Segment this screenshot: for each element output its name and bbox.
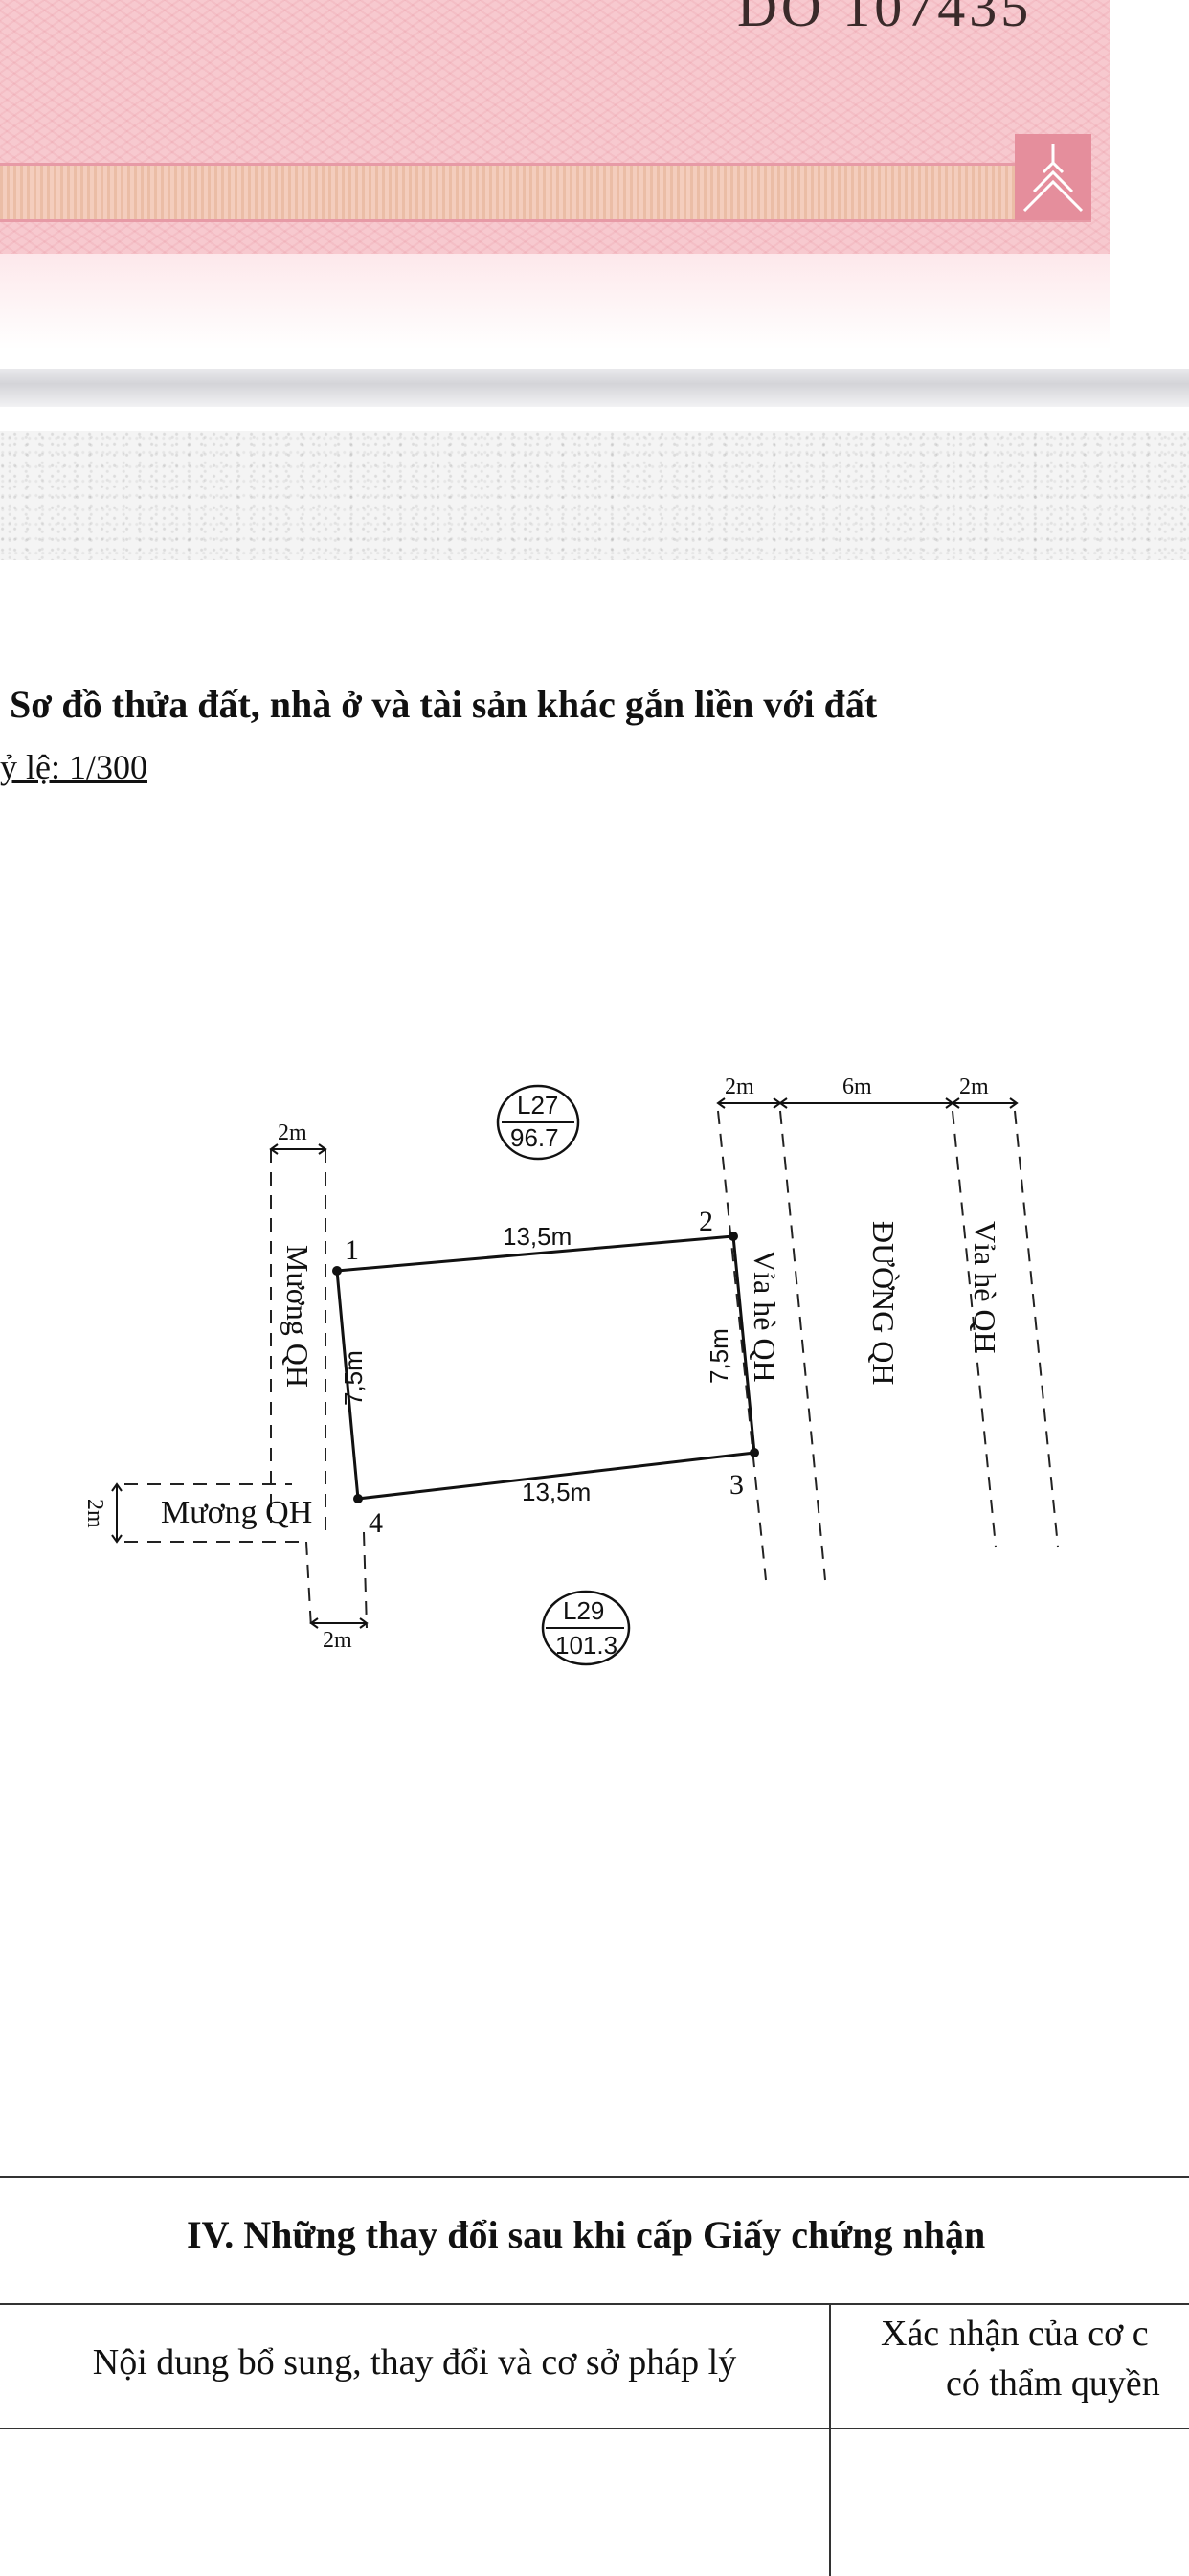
parcel-left-edge-length: 7,5m xyxy=(339,1350,368,1406)
sidewalk-right-outer xyxy=(1014,1110,1059,1548)
canal-vertical-width-top: 2m xyxy=(278,1120,307,1145)
corner-label-4: 4 xyxy=(369,1507,383,1539)
canal-vertical-width-bottom: 2m xyxy=(323,1628,352,1653)
neighbor-top-lot: L27 xyxy=(517,1091,558,1119)
canal-lower-right-boundary xyxy=(363,1531,368,1629)
scanned-noise-band xyxy=(0,431,1189,560)
canal-lower-left-boundary xyxy=(305,1541,312,1629)
neighbor-bottom-area: 101.3 xyxy=(555,1631,617,1660)
neighbor-top-area: 96.7 xyxy=(510,1123,559,1152)
corner-label-1: 1 xyxy=(345,1234,359,1266)
corner-label-3: 3 xyxy=(729,1469,744,1501)
page-separator xyxy=(0,369,1189,407)
sidewalk-left-outer xyxy=(717,1110,767,1581)
diagram-title: Sơ đồ thửa đất, nhà ở và tài sản khác gắ… xyxy=(10,683,878,726)
parcel-top-edge-length: 13,5m xyxy=(503,1222,572,1251)
sidewalk-right-inner xyxy=(952,1110,997,1548)
certificate-background: DO 107435 xyxy=(0,0,1110,254)
certificate-border-pattern xyxy=(0,163,1091,222)
parcel-bottom-edge-length: 13,5m xyxy=(522,1478,591,1506)
canal-vertical-label: Mương QH xyxy=(280,1245,315,1388)
table-header-divider xyxy=(0,2428,1189,2429)
col-header-confirmation-line2: có thẩm quyền xyxy=(946,2363,1160,2404)
corner-label-2: 2 xyxy=(699,1206,713,1237)
certificate-corner-ornament xyxy=(1015,134,1091,220)
neighbor-bottom-lot: L29 xyxy=(563,1596,604,1625)
canal-horizontal-label: Mương QH xyxy=(161,1495,312,1530)
parcel-diagram: 1 2 3 4 13,5m 13,5m 7,5m 7,5m L27 96.7 L… xyxy=(82,1074,1059,1666)
neighbor-lot-l27: L27 96.7 xyxy=(496,1084,580,1161)
col-header-confirmation-line1: Xác nhận của cơ c xyxy=(881,2314,1149,2354)
section-divider xyxy=(0,2176,1189,2178)
land-parcel xyxy=(335,1234,756,1501)
changes-table: Nội dung bổ sung, thay đổi và cơ sở pháp… xyxy=(0,2303,1189,2576)
canal-horizontal-width: 2m xyxy=(82,1499,107,1528)
sidewalk-left-label: Vỉa hè QH xyxy=(748,1250,782,1383)
sidewalk-left-width: 2m xyxy=(725,1074,754,1099)
section-iv-title: IV. Những thay đổi sau khi cấp Giấy chứn… xyxy=(187,2213,986,2256)
table-column-divider xyxy=(829,2305,831,2576)
parcel-right-edge-length: 7,5m xyxy=(705,1328,733,1384)
sidewalk-right-width: 2m xyxy=(959,1074,989,1099)
certificate-serial-number: DO 107435 xyxy=(737,0,1033,38)
sidewalk-right-label: Vỉa hè QH xyxy=(968,1221,1002,1354)
road-label: ĐƯỜNG QH xyxy=(866,1221,901,1385)
diagram-scale: ỷ lệ: 1/300 xyxy=(0,748,147,786)
sidewalk-left-inner xyxy=(779,1110,826,1581)
neighbor-lot-l29: L29 101.3 xyxy=(541,1590,631,1666)
road-width: 6m xyxy=(842,1074,872,1099)
col-header-content: Nội dung bổ sung, thay đổi và cơ sở pháp… xyxy=(92,2342,737,2383)
certificate-bottom-fade xyxy=(0,254,1110,350)
